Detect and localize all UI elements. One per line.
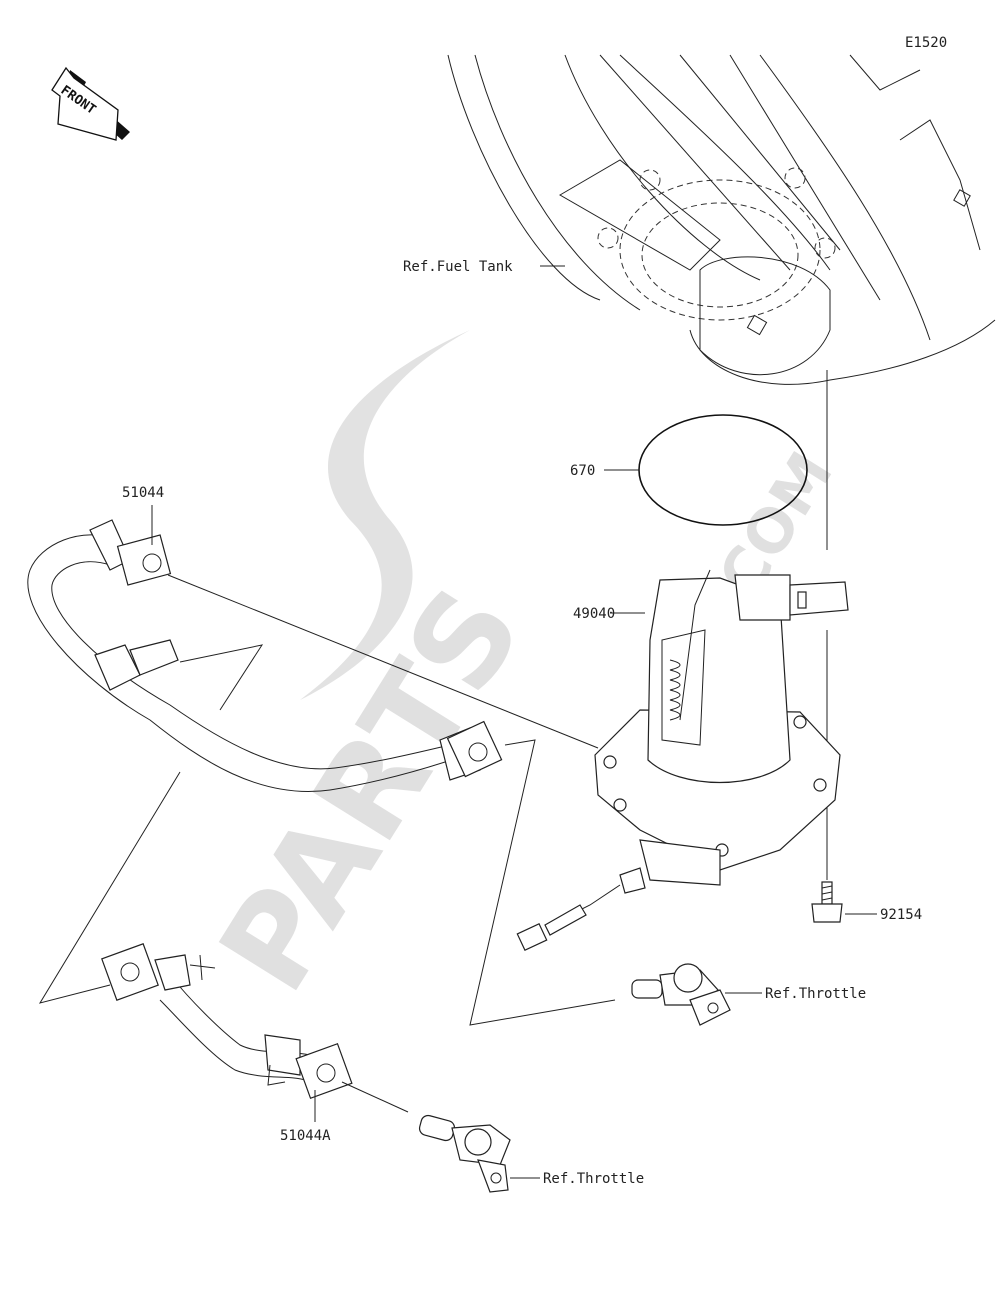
- callout-670: 670: [570, 463, 595, 479]
- clamp-51044A-upper: [101, 943, 159, 1001]
- callout-ref-throttle-2: Ref.Throttle: [543, 1171, 644, 1187]
- front-arrow-icon: FRONT: [51, 66, 130, 141]
- watermark-logo-icon: [300, 330, 470, 700]
- callout-51044A: 51044A: [280, 1128, 331, 1144]
- fuel-hose-assembly: [27, 519, 503, 792]
- clamp-51044A: [295, 1042, 353, 1100]
- callout-49040: 49040: [573, 606, 615, 622]
- fuel-hose-51044A: [101, 943, 353, 1100]
- callout-92154: 92154: [880, 907, 922, 923]
- callout-51044: 51044: [122, 485, 164, 501]
- throttle-body-ref-1: [631, 963, 731, 1026]
- callout-ref-throttle-1: Ref.Throttle: [765, 986, 866, 1002]
- diagram-code: E1520: [905, 35, 947, 51]
- throttle-body-ref-2: [418, 1114, 511, 1193]
- fuel-pump-49040: [516, 569, 849, 952]
- fuel-tank: [447, 54, 996, 385]
- bolt-92154: [811, 881, 843, 923]
- callout-ref-fuel-tank: Ref.Fuel Tank: [403, 259, 513, 275]
